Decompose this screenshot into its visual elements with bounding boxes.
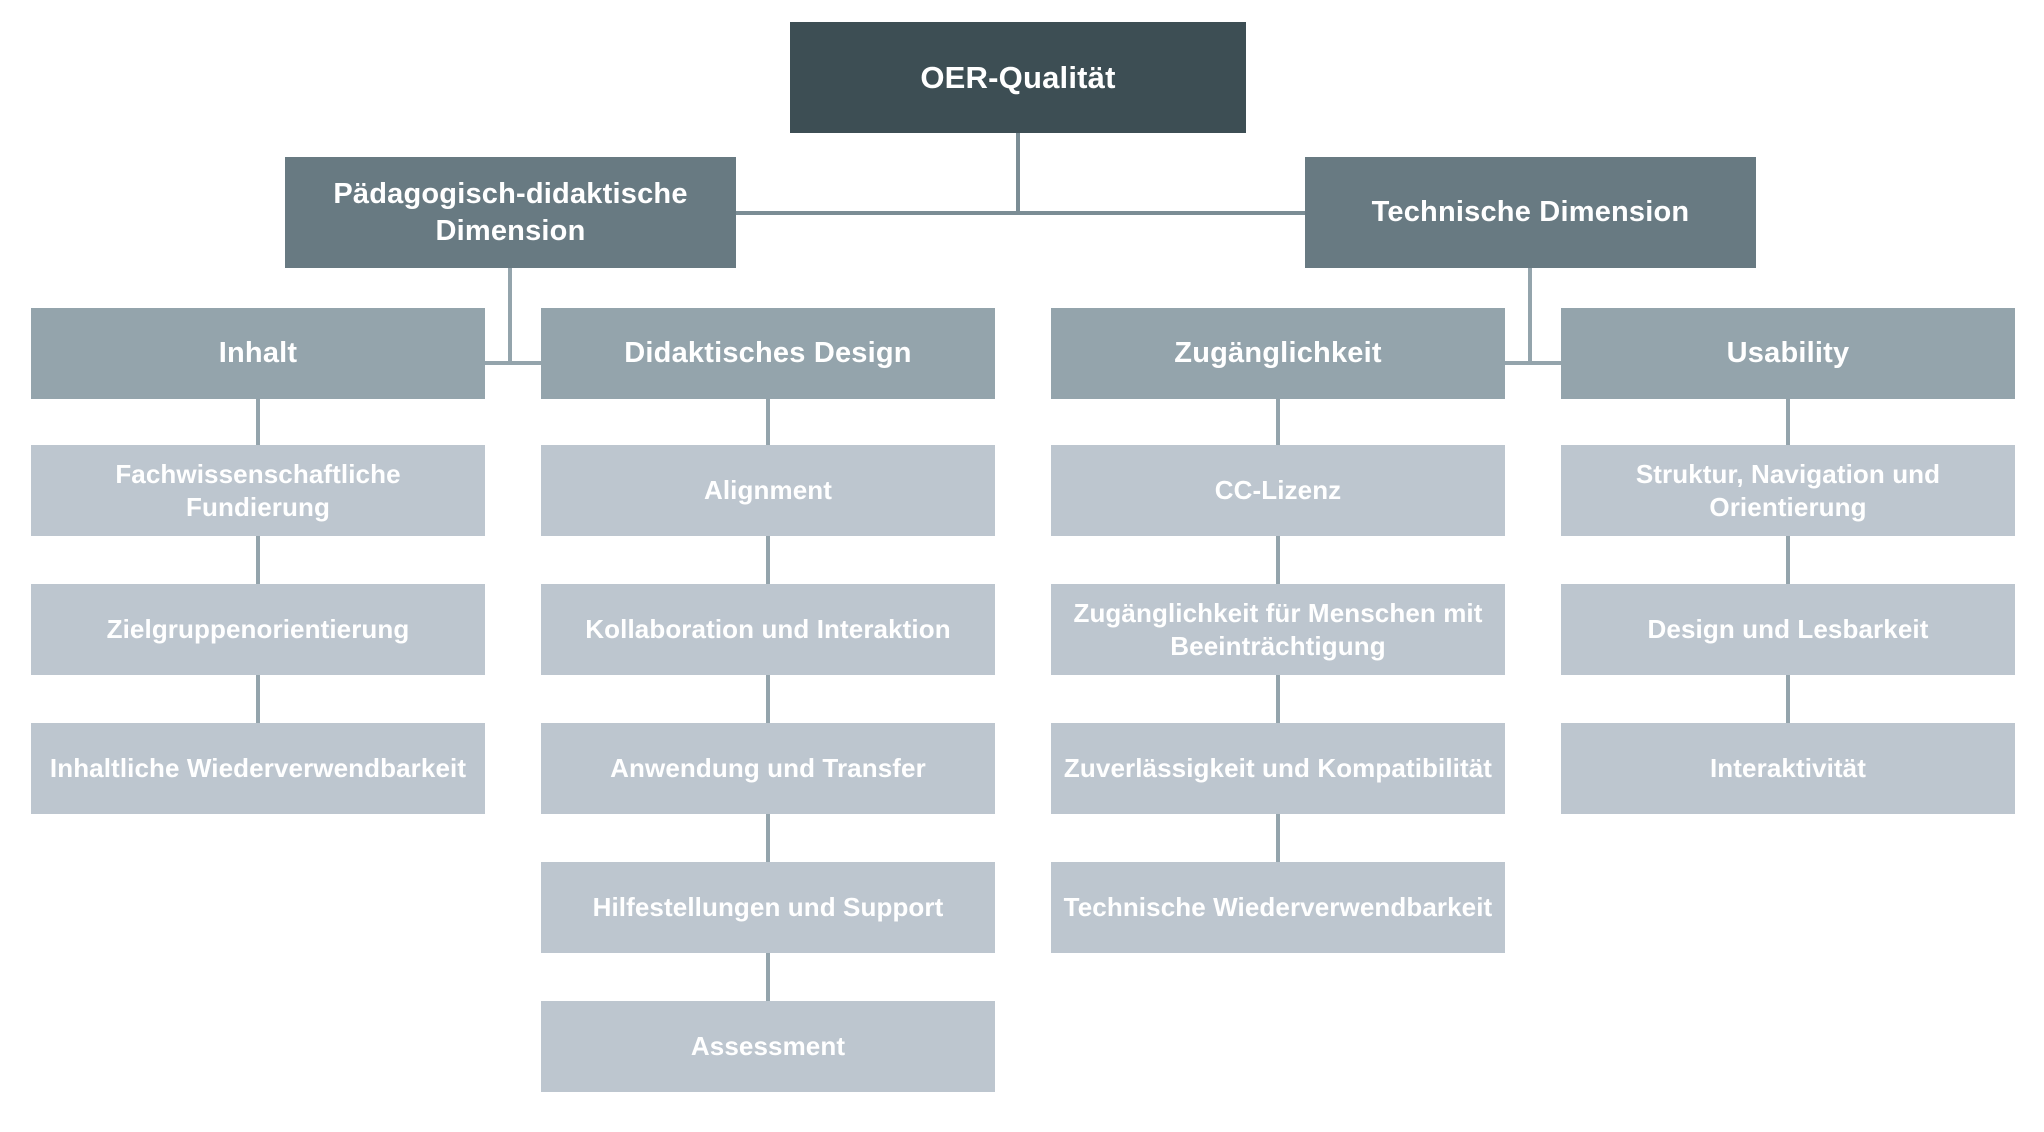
connector-dim-left-stem xyxy=(508,268,512,365)
node-leaf[interactable]: Zielgruppenorientierung xyxy=(31,584,485,675)
connector-root-stem xyxy=(1016,133,1020,213)
node-category-usability[interactable]: Usability xyxy=(1561,308,2015,399)
connector-dim-right-stem xyxy=(1528,268,1532,365)
node-leaf[interactable]: Alignment xyxy=(541,445,995,536)
connector-root-bar xyxy=(735,211,1305,215)
node-leaf[interactable]: Zugänglichkeit für Menschen mit Beeinträ… xyxy=(1051,584,1505,675)
node-leaf[interactable]: Assessment xyxy=(541,1001,995,1092)
node-leaf[interactable]: Technische Wiederverwendbarkeit xyxy=(1051,862,1505,953)
node-category-didaktisches-design[interactable]: Didaktisches Design xyxy=(541,308,995,399)
node-category-zugaenglichkeit[interactable]: Zugänglichkeit xyxy=(1051,308,1505,399)
node-leaf[interactable]: Anwendung und Transfer xyxy=(541,723,995,814)
node-leaf[interactable]: Inhaltliche Wiederverwendbarkeit xyxy=(31,723,485,814)
node-leaf[interactable]: Struktur, Navigation und Orientierung xyxy=(1561,445,2015,536)
node-leaf[interactable]: Hilfestellungen und Support xyxy=(541,862,995,953)
node-category-inhalt[interactable]: Inhalt xyxy=(31,308,485,399)
node-root-oer-qualitaet[interactable]: OER-Qualität xyxy=(790,22,1246,133)
node-leaf[interactable]: Fachwissenschaftliche Fundierung xyxy=(31,445,485,536)
node-leaf[interactable]: Kollaboration und Interaktion xyxy=(541,584,995,675)
node-dimension-paedagogisch-didaktisch[interactable]: Pädagogisch-didaktische Dimension xyxy=(285,157,736,268)
node-leaf[interactable]: Interaktivität xyxy=(1561,723,2015,814)
node-leaf[interactable]: CC-Lizenz xyxy=(1051,445,1505,536)
connector-col-2-spine xyxy=(766,399,770,1044)
node-leaf[interactable]: Design und Lesbarkeit xyxy=(1561,584,2015,675)
connector-dim-left-bar xyxy=(400,361,620,365)
node-leaf[interactable]: Zuverlässigkeit und Kompatibilität xyxy=(1051,723,1505,814)
connector-dim-right-bar xyxy=(1420,361,1640,365)
node-dimension-technisch[interactable]: Technische Dimension xyxy=(1305,157,1756,268)
